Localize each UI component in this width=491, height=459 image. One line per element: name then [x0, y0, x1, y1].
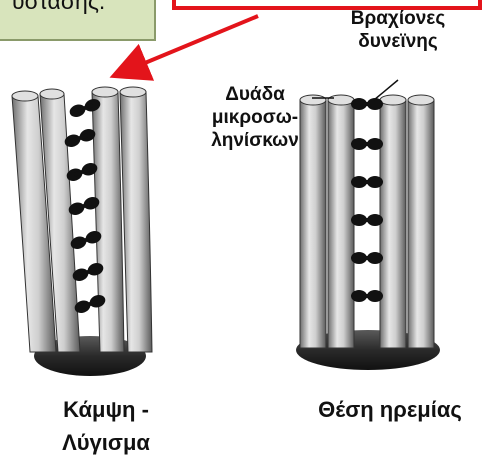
tube-rest-3 — [380, 100, 406, 348]
tube-bent-4 — [120, 92, 152, 352]
label-bending: Κάμψη - Λύγισμα — [36, 393, 176, 459]
label-doublet: Δυάδα μικροσω- ληνίσκων — [192, 84, 318, 152]
tube-rest-2 — [328, 100, 354, 348]
tube-rest-4 — [408, 100, 434, 348]
red-arrow — [128, 16, 258, 70]
bent-cilium — [12, 87, 152, 376]
rest-dynein-arms — [351, 98, 383, 302]
tube-bent-3 — [92, 92, 124, 352]
label-dynein-arms: Βραχίονες δυνεϊνης — [318, 8, 478, 54]
label-rest-position: Θέση ηρεμίας — [292, 393, 488, 426]
